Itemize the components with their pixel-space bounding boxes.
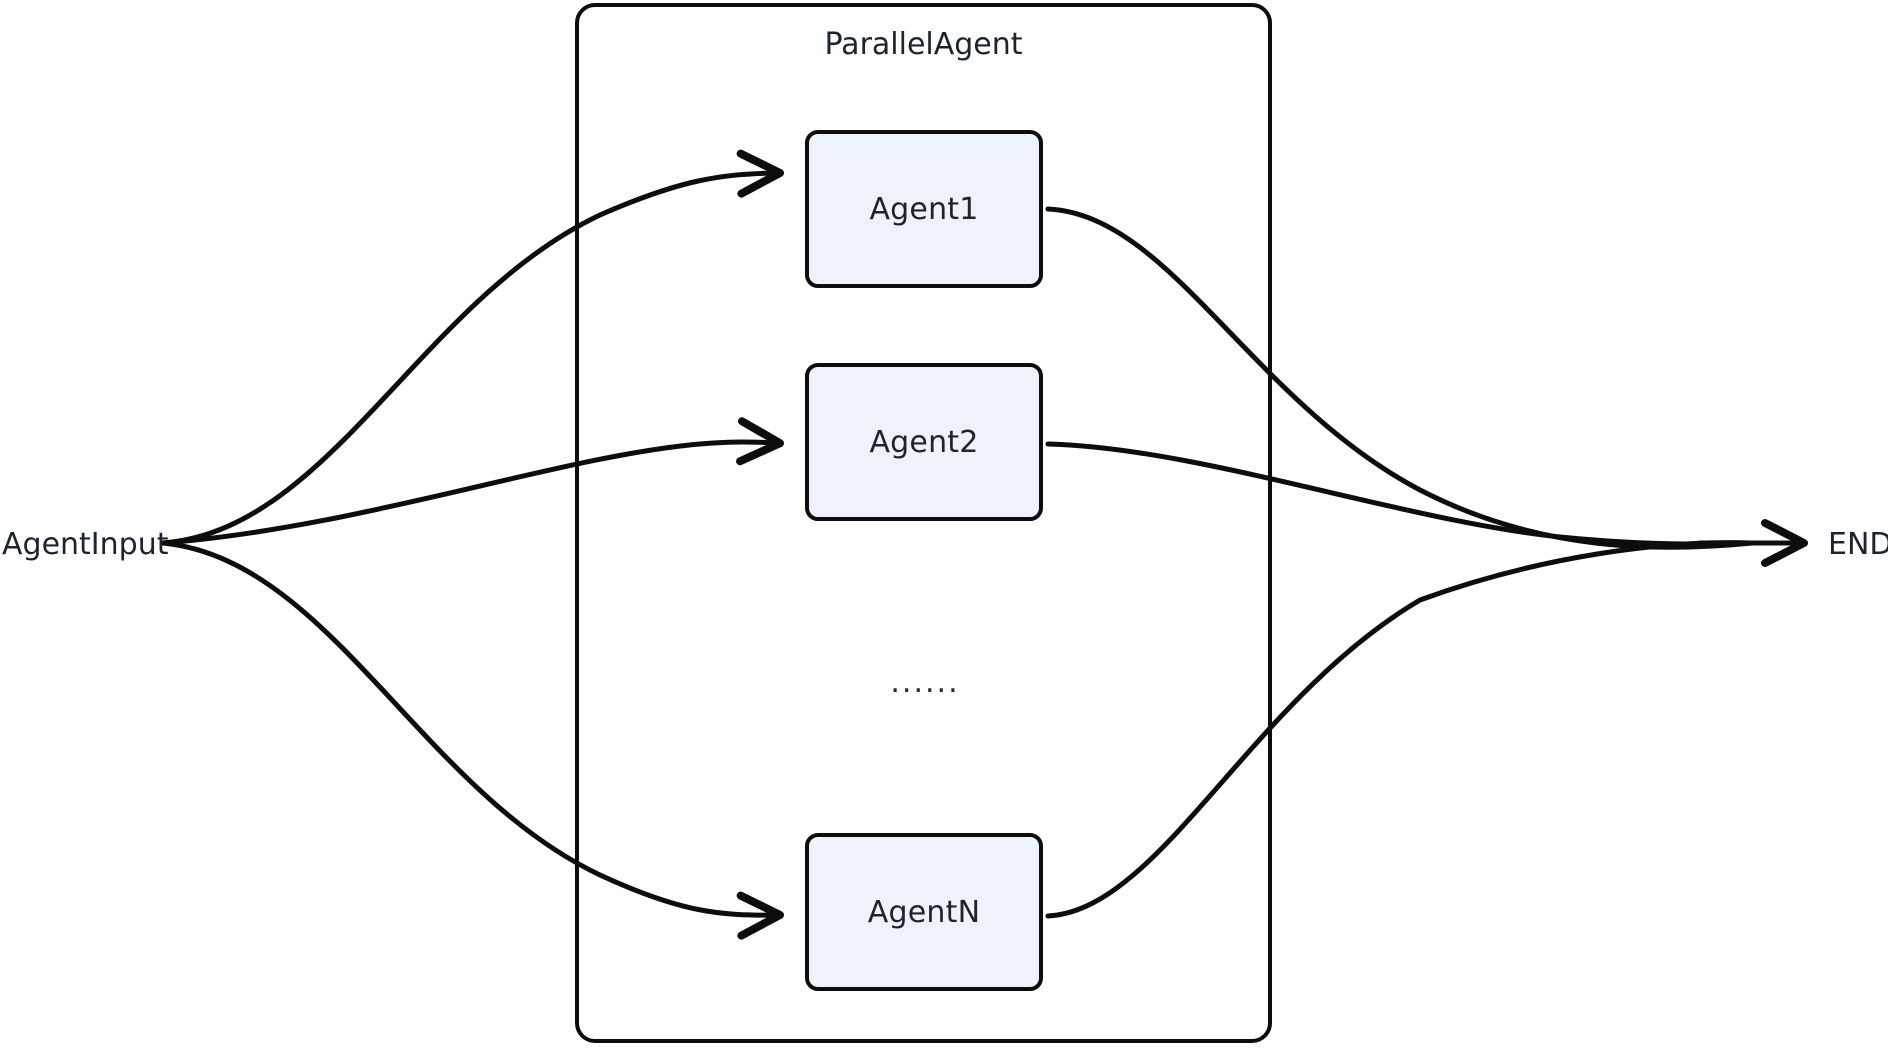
end-node-label: END bbox=[1828, 527, 1888, 562]
agent-list-ellipsis: ...... bbox=[890, 665, 960, 700]
edge-input-to-agentn bbox=[160, 540, 784, 940]
edge-input-to-agent2 bbox=[160, 417, 784, 546]
edge-input-to-agent1 bbox=[160, 149, 784, 546]
agent-node-agentn[interactable]: AgentN bbox=[805, 833, 1043, 991]
parallel-agent-group-title: ParallelAgent bbox=[824, 27, 1023, 62]
agent-node-agent2[interactable]: Agent2 bbox=[805, 363, 1043, 521]
agent-input-label: AgentInput bbox=[2, 527, 169, 562]
agent-node-agent1[interactable]: Agent1 bbox=[805, 130, 1043, 288]
agent-node-label: Agent1 bbox=[869, 191, 979, 227]
edge-agentn-to-end bbox=[1045, 540, 1755, 919]
parallel-agent-group bbox=[575, 3, 1272, 1043]
agent-node-label: AgentN bbox=[867, 894, 981, 930]
agent-node-label: Agent2 bbox=[869, 424, 979, 460]
